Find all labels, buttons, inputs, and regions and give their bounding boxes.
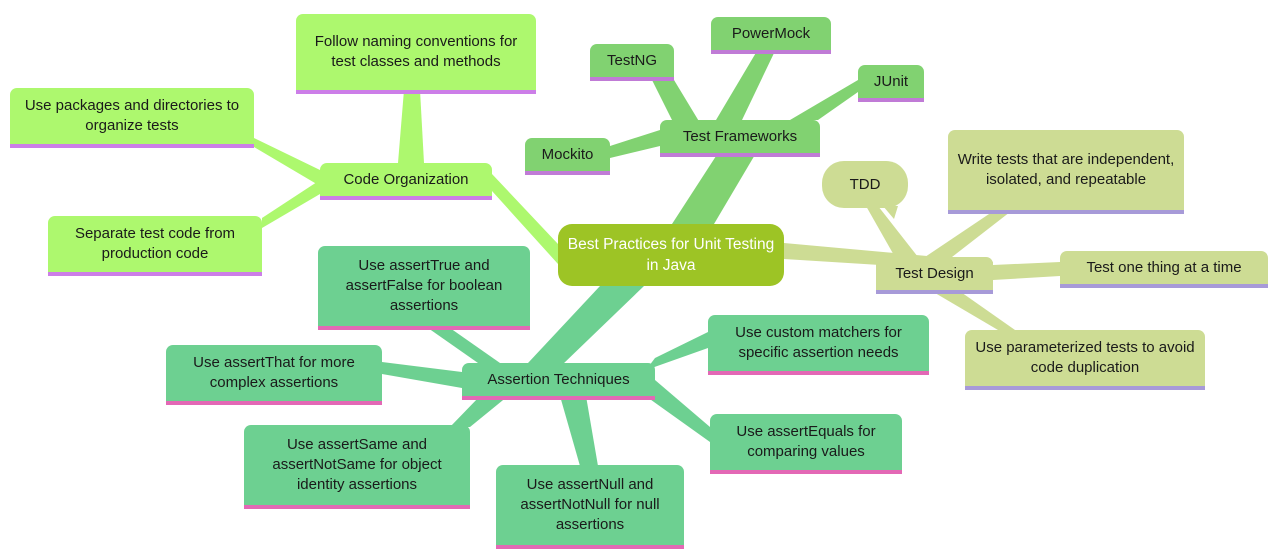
leaf-node-tdd[interactable]: TDD — [822, 161, 908, 219]
leaf-node-junit[interactable]: JUnit — [858, 65, 924, 102]
node-label: Assertion Techniques — [487, 370, 630, 388]
branch-node-test-design[interactable]: Test Design — [876, 257, 993, 294]
node-label: Follow naming conventions for test class… — [314, 33, 518, 70]
connector-at-assert-true — [428, 328, 500, 363]
node-label: Write tests that are independent, isolat… — [957, 151, 1175, 188]
node-label: Code Organization — [343, 170, 469, 188]
connector-at-custom-matchers — [646, 332, 708, 370]
leaf-node-mockito[interactable]: Mockito — [525, 138, 610, 175]
node-label: PowerMock — [731, 24, 811, 42]
connector-tf-powermock — [716, 51, 775, 120]
connector-td-independent — [925, 212, 1010, 257]
node-underline — [318, 326, 530, 330]
node-underline — [10, 144, 254, 148]
node-underline — [965, 386, 1205, 390]
branch-node-code-organization[interactable]: Code Organization — [320, 163, 492, 200]
root-node-root[interactable]: Best Practices for Unit Testing in Java — [558, 224, 784, 286]
leaf-node-powermock[interactable]: PowerMock — [711, 17, 831, 54]
node-underline — [166, 401, 382, 405]
node-underline — [710, 470, 902, 474]
leaf-node-follow-naming-conventions[interactable]: Follow naming conventions for test class… — [296, 14, 536, 94]
branch-node-test-frameworks[interactable]: Test Frameworks — [660, 120, 820, 157]
connector-at-assert-null — [560, 396, 598, 466]
node-underline — [48, 272, 262, 276]
node-underline — [525, 171, 610, 175]
node-label: Use assertEquals for comparing values — [736, 423, 876, 460]
connector-tf-mockito — [610, 130, 660, 158]
node-underline — [948, 210, 1184, 214]
node-label: TestNG — [606, 51, 657, 69]
node-label: Test Design — [895, 264, 974, 282]
connector-co-follow-naming — [398, 90, 424, 163]
node-underline — [320, 196, 492, 200]
node-underline — [462, 396, 655, 400]
connector-co-separate-test — [262, 180, 320, 228]
node-label: Use assertNull and assertNotNull for nul… — [520, 476, 660, 533]
node-underline — [1060, 284, 1268, 288]
leaf-node-test-one-thing[interactable]: Test one thing at a time — [1060, 251, 1268, 288]
connector-tf-testng — [652, 80, 700, 123]
connector-at-assert-that — [382, 362, 462, 388]
node-underline — [708, 371, 929, 375]
connector-at-assert-same — [450, 396, 508, 427]
node-label: Use custom matchers for specific asserti… — [735, 324, 902, 361]
node-label: Use assertThat for more complex assertio… — [193, 354, 355, 391]
node-underline — [244, 505, 470, 509]
node-label: Test one thing at a time — [1086, 258, 1242, 276]
connector-root-test-frameworks — [672, 153, 756, 224]
leaf-node-testng[interactable]: TestNG — [590, 44, 674, 81]
connector-tf-junit — [790, 80, 858, 120]
connector-td-parameterized — [930, 290, 1015, 330]
node-label: Use assertSame and assertNotSame for obj… — [272, 436, 442, 493]
node-label: TDD — [849, 175, 881, 193]
node-label: Separate test code from production code — [74, 225, 236, 262]
node-underline — [590, 77, 674, 81]
leaf-node-separate-test-production[interactable]: Separate test code from production code — [48, 216, 262, 276]
node-label: Use assertTrue and assertFalse for boole… — [345, 257, 503, 314]
node-underline — [711, 50, 831, 54]
connector-td-one-thing — [993, 262, 1060, 280]
leaf-node-independent-isolated-repeatable[interactable]: Write tests that are independent, isolat… — [948, 130, 1184, 214]
branch-node-assertion-techniques[interactable]: Assertion Techniques — [462, 363, 655, 400]
node-label: Test Frameworks — [682, 127, 798, 145]
node-label: Use parameterized tests to avoid code du… — [975, 339, 1195, 376]
leaf-node-assert-true-false[interactable]: Use assertTrue and assertFalse for boole… — [318, 246, 530, 330]
node-label: Use packages and directories to organize… — [24, 97, 240, 134]
node-label: Best Practices for Unit Testing in Java — [567, 236, 775, 274]
node-underline — [296, 90, 536, 94]
node-underline — [496, 545, 684, 549]
node-underline — [876, 290, 993, 294]
leaf-node-assert-same-notsame[interactable]: Use assertSame and assertNotSame for obj… — [244, 425, 470, 509]
leaf-node-custom-matchers[interactable]: Use custom matchers for specific asserti… — [708, 315, 929, 375]
node-label: JUnit — [873, 72, 909, 90]
leaf-node-assert-null-notnull[interactable]: Use assertNull and assertNotNull for nul… — [496, 465, 684, 549]
leaf-node-use-packages-directories[interactable]: Use packages and directories to organize… — [10, 88, 254, 148]
node-underline — [858, 98, 924, 102]
node-underline — [660, 153, 820, 157]
bubble-tail — [883, 206, 898, 219]
leaf-node-assert-equals[interactable]: Use assertEquals for comparing values — [710, 414, 902, 474]
leaf-node-parameterized-tests[interactable]: Use parameterized tests to avoid code du… — [965, 330, 1205, 390]
leaf-node-assert-that[interactable]: Use assertThat for more complex assertio… — [166, 345, 382, 405]
connector-co-use-packages — [254, 138, 320, 186]
connector-root-assertion-techniques — [528, 286, 644, 365]
node-label: Mockito — [541, 145, 594, 163]
